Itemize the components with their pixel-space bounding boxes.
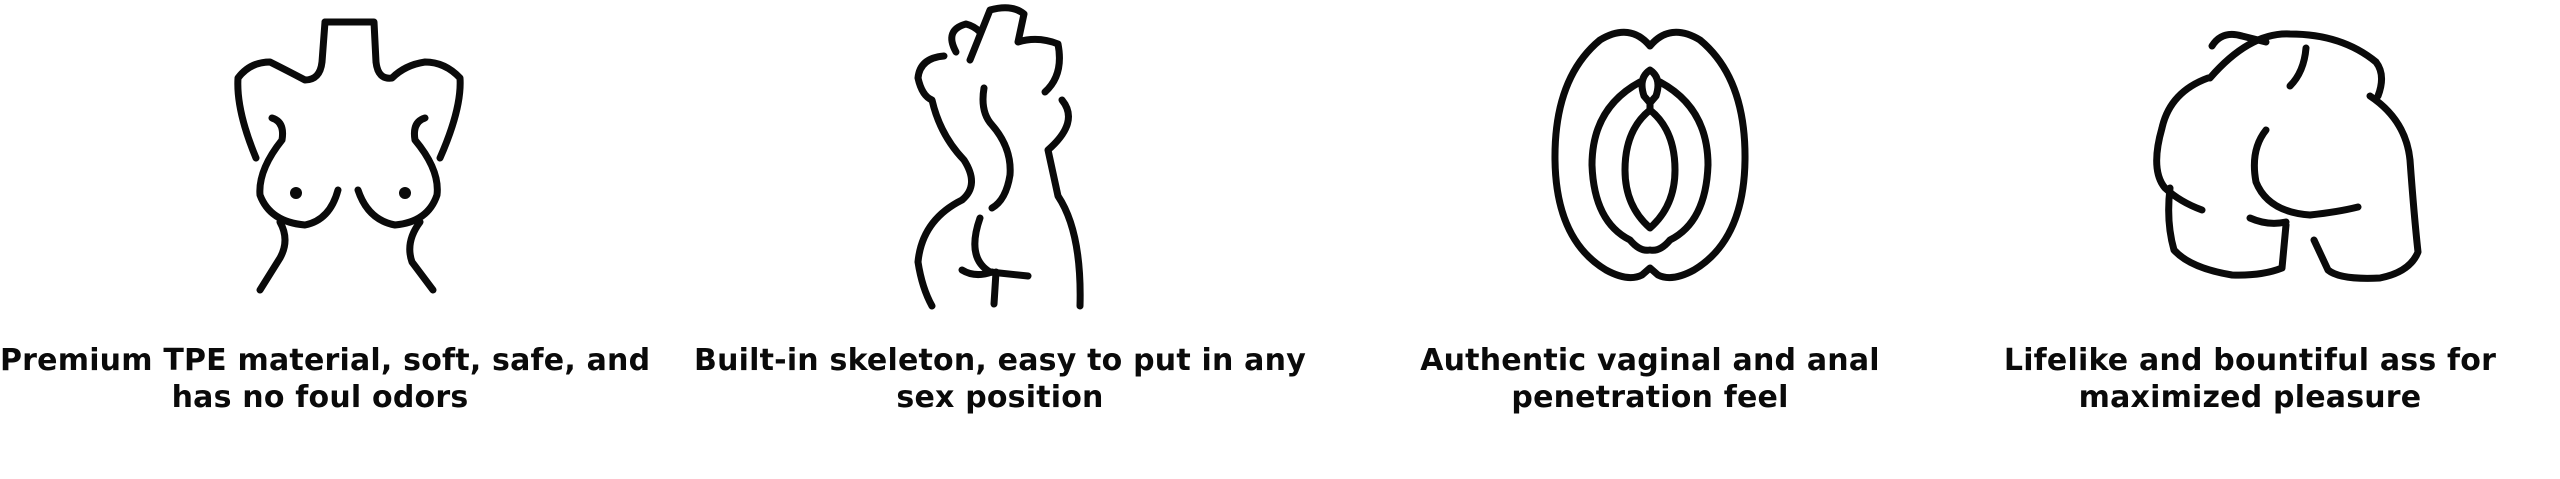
feature-lifelike-ass: Lifelike and bountiful ass for maximized… <box>1940 0 2560 479</box>
caption-line-2: sex position <box>896 380 1104 415</box>
female-torso-side-icon <box>914 4 1084 310</box>
feature-caption: Premium TPE material, soft, safe, and ha… <box>0 342 650 416</box>
feature-realistic-feel: Authentic vaginal and anal penetration f… <box>1360 0 1940 479</box>
feature-caption: Built-in skeleton, easy to put in any se… <box>640 342 1360 416</box>
caption-line-1: Lifelike and bountiful ass for <box>2003 343 2497 378</box>
caption-line-2: has no foul odors <box>171 380 469 415</box>
caption-line-1: Built-in skeleton, easy to put in any <box>694 343 1306 378</box>
caption-line-2: maximized pleasure <box>2078 380 2422 415</box>
female-torso-front-icon <box>234 18 464 294</box>
caption-line-1: Premium TPE material, soft, safe, and <box>0 343 651 378</box>
vulva-icon <box>1551 28 1749 282</box>
feature-skeleton: Built-in skeleton, easy to put in any se… <box>640 0 1360 479</box>
feature-caption: Lifelike and bountiful ass for maximized… <box>1940 342 2560 416</box>
feature-caption: Authentic vaginal and anal penetration f… <box>1360 342 1940 416</box>
feature-tpe-material: Premium TPE material, soft, safe, and ha… <box>0 0 650 479</box>
buttocks-icon <box>2153 30 2422 282</box>
caption-line-2: penetration feel <box>1511 380 1789 415</box>
caption-line-1: Authentic vaginal and anal <box>1420 343 1880 378</box>
